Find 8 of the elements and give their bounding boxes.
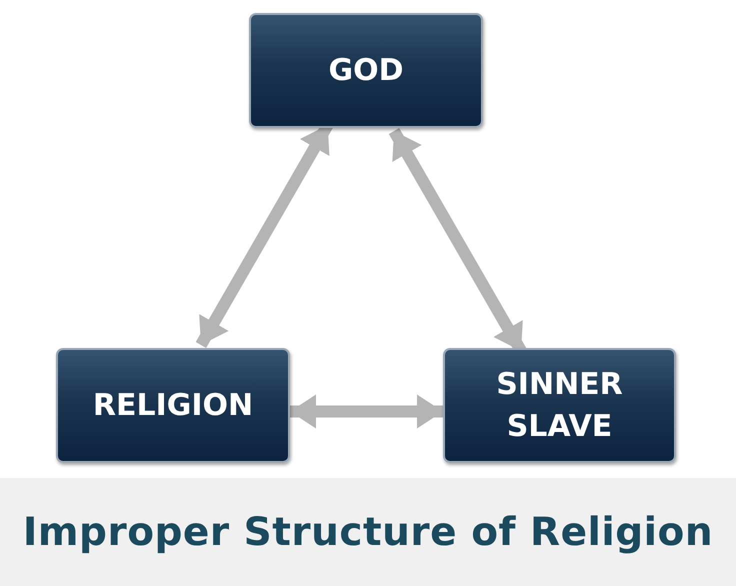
dark-box	[56, 348, 290, 463]
box-label: GOD	[328, 52, 404, 90]
dark-box	[443, 348, 676, 463]
dark-box	[249, 13, 483, 128]
box-label: RELIGION	[92, 386, 254, 424]
box-label: SINNER SLAVE	[495, 366, 624, 446]
caption: Improper Structure of Religion	[22, 510, 714, 554]
double-arrow	[290, 394, 443, 428]
